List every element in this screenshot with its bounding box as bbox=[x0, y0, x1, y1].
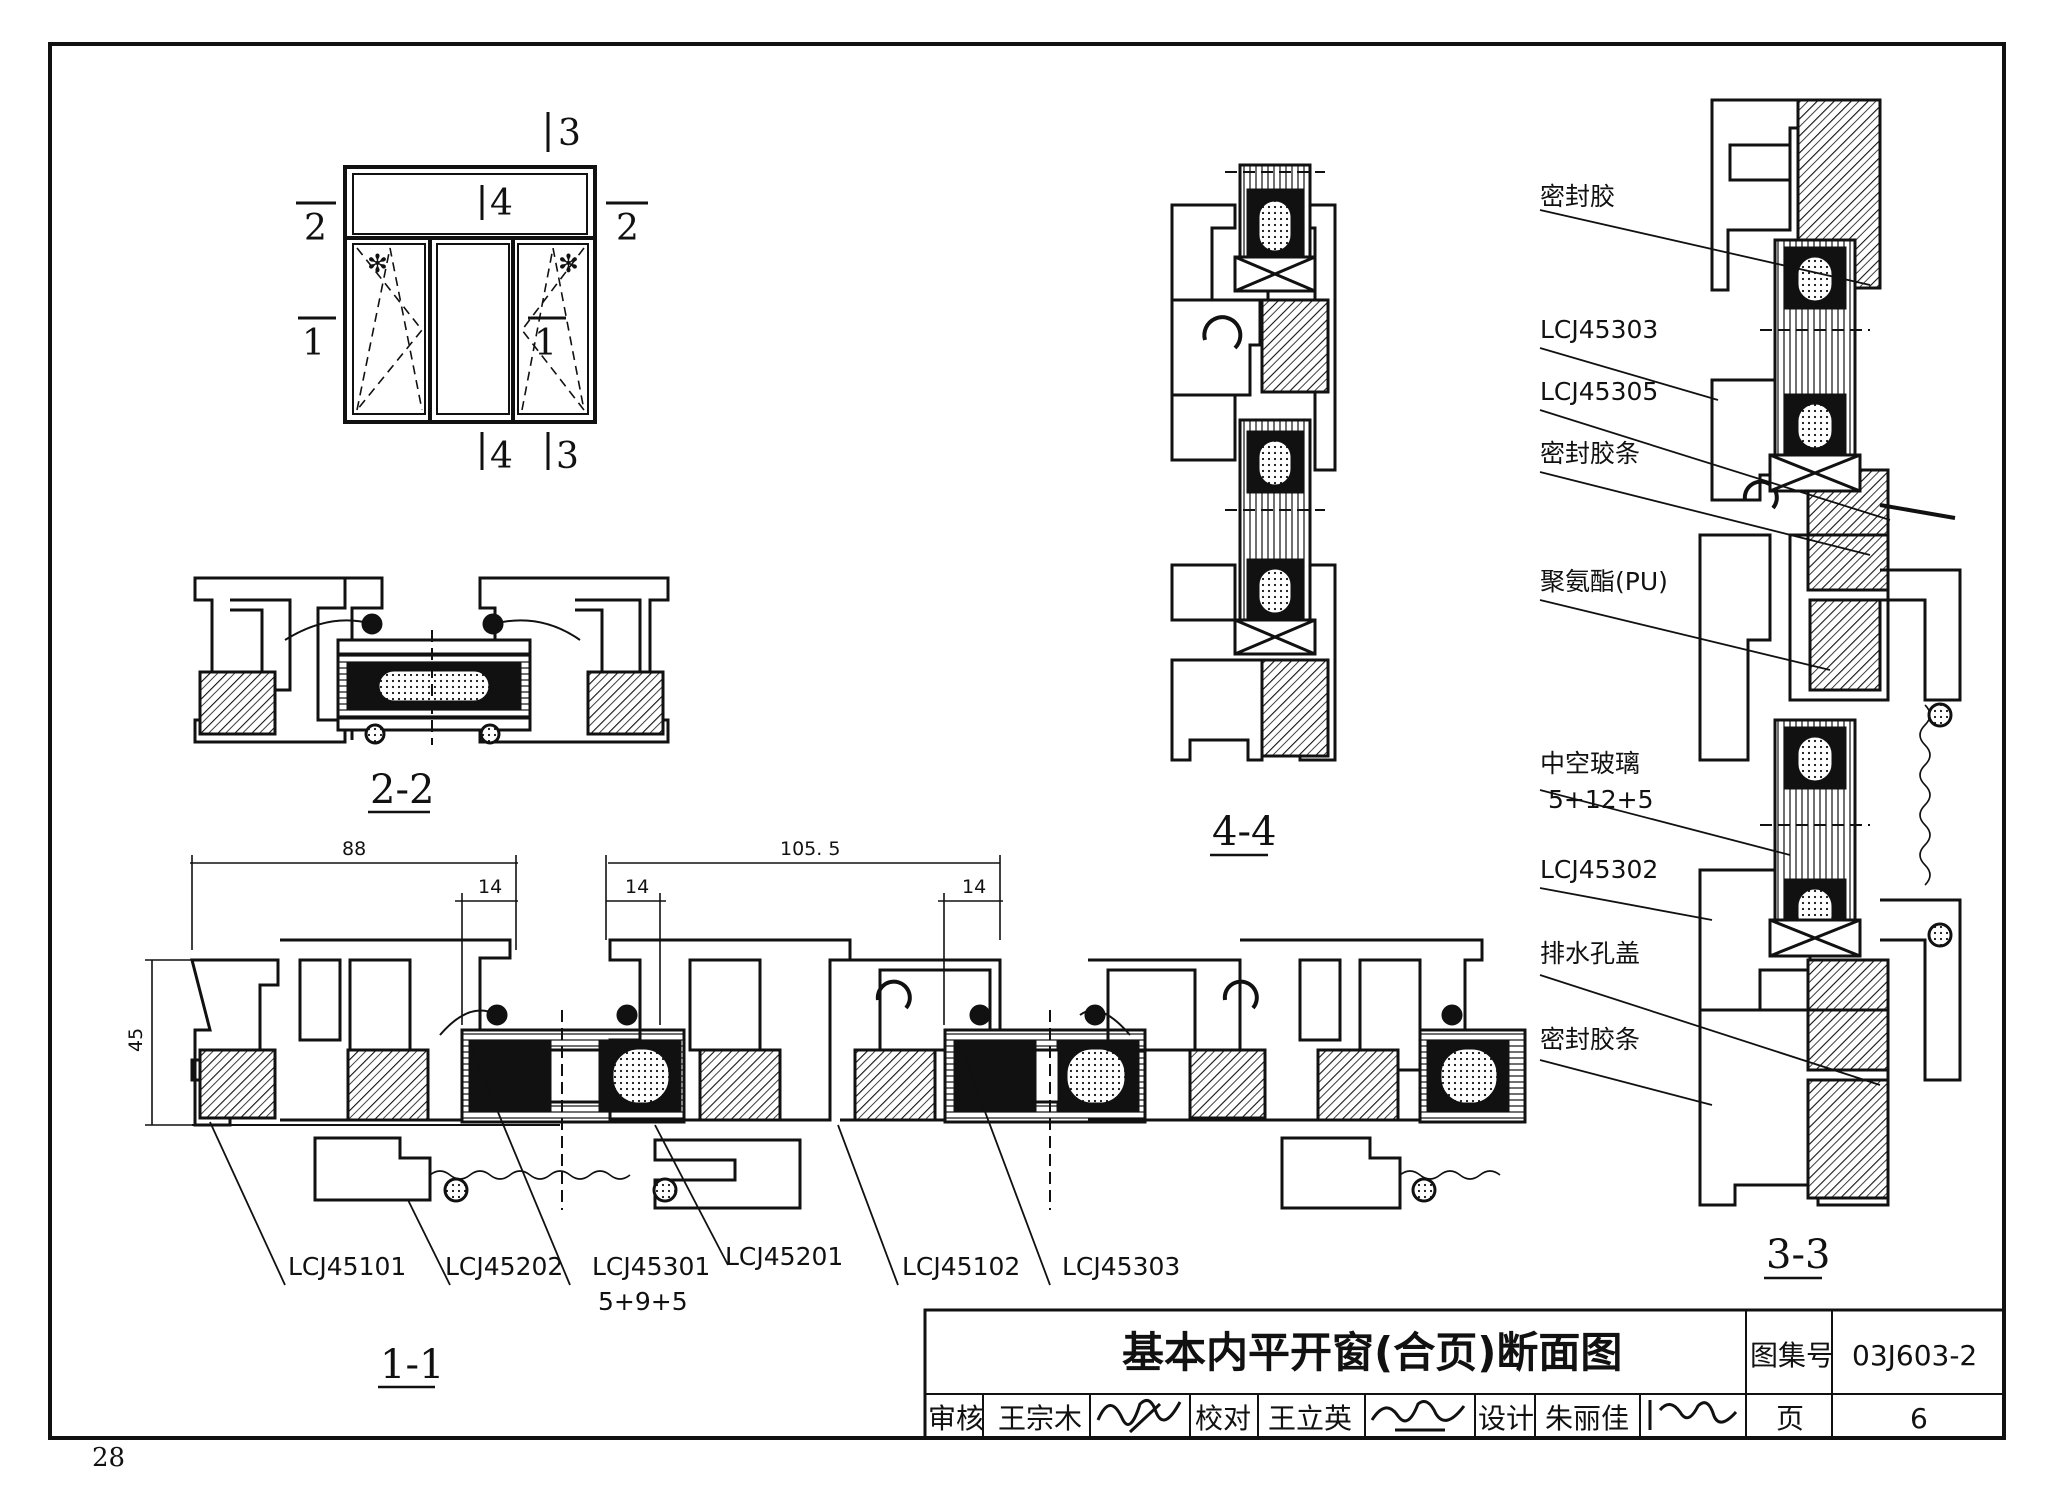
reviewer-signature bbox=[1096, 1398, 1182, 1434]
section-3-3-leaders bbox=[1539, 209, 1891, 1106]
cut-label: 1 bbox=[302, 323, 325, 364]
callout-drain-cover: 排水孔盖 bbox=[1540, 939, 1640, 968]
cut-label: 2 bbox=[616, 208, 639, 249]
callout-insulating-glass: 中空玻璃 bbox=[1540, 749, 1640, 778]
page-label: 页 bbox=[1776, 1402, 1804, 1435]
drawing-title: 基本内平开窗(合页)断面图 bbox=[1122, 1328, 1622, 1377]
checker-signature bbox=[1370, 1400, 1466, 1432]
section-1-1-label: 1-1 bbox=[380, 1342, 444, 1388]
title-block bbox=[923, 1308, 2006, 1440]
part-label: LCJ45102 bbox=[902, 1252, 1020, 1281]
cut-label: 3 bbox=[556, 436, 579, 477]
page-number: 28 bbox=[92, 1443, 125, 1473]
checker-name: 王立英 bbox=[1268, 1402, 1352, 1435]
callout-seal-strip: 密封胶条 bbox=[1540, 439, 1640, 468]
callout-pu: 聚氨酯(PU) bbox=[1540, 567, 1668, 596]
atlas-number: 03J603-2 bbox=[1852, 1339, 1977, 1372]
section-2-2 bbox=[193, 576, 670, 745]
cut-label: 2 bbox=[304, 208, 327, 249]
svg-text:✻: ✻ bbox=[558, 249, 579, 278]
section-3-3-label: 3-3 bbox=[1766, 1232, 1830, 1278]
section-4-4-label: 4-4 bbox=[1212, 809, 1276, 855]
section-3-3 bbox=[1698, 98, 1962, 1207]
glass-spec: 5+9+5 bbox=[598, 1287, 688, 1316]
part-label: LCJ45202 bbox=[445, 1252, 563, 1281]
part-label: LCJ45101 bbox=[288, 1252, 406, 1281]
reviewer-name: 王宗木 bbox=[998, 1402, 1082, 1435]
part-label: LCJ45303 bbox=[1062, 1252, 1180, 1281]
cut-label: 4 bbox=[490, 436, 513, 477]
section-1-1-dimension-lines bbox=[145, 855, 1003, 1126]
callout-seal-strip: 密封胶条 bbox=[1540, 1025, 1640, 1054]
design-label: 设计 bbox=[1478, 1402, 1534, 1435]
atlas-number-label: 图集号 bbox=[1750, 1339, 1834, 1372]
section-2-2-label: 2-2 bbox=[370, 767, 434, 813]
check-label: 校对 bbox=[1195, 1402, 1251, 1435]
designer-name: 朱丽佳 bbox=[1545, 1402, 1629, 1435]
dimension-105-5: 105. 5 bbox=[780, 838, 840, 860]
dimension-14: 14 bbox=[625, 876, 649, 898]
callout-part: LCJ45303 bbox=[1540, 315, 1658, 344]
designer-signature bbox=[1648, 1400, 1738, 1430]
review-label: 审核 bbox=[928, 1402, 984, 1435]
part-label: LCJ45301 bbox=[592, 1252, 710, 1281]
cut-label: 1 bbox=[534, 323, 557, 364]
cut-label: 3 bbox=[558, 113, 581, 154]
callout-glass-spec: 5+12+5 bbox=[1548, 785, 1654, 814]
callout-part: LCJ45305 bbox=[1540, 377, 1658, 406]
callout-sealant: 密封胶 bbox=[1540, 182, 1615, 211]
dimension-14: 14 bbox=[478, 876, 502, 898]
window-elevation: ✻ ✻ 3 4 2 2 1 1 4 3 bbox=[296, 112, 648, 477]
page-no: 6 bbox=[1910, 1402, 1928, 1435]
dimension-14: 14 bbox=[962, 876, 986, 898]
dimension-88: 88 bbox=[342, 838, 366, 860]
section-1-1 bbox=[190, 938, 1527, 1210]
callout-part: LCJ45302 bbox=[1540, 855, 1658, 884]
section-4-4 bbox=[1170, 163, 1337, 762]
dimension-45: 45 bbox=[125, 1028, 147, 1052]
cut-label: 4 bbox=[490, 183, 513, 224]
svg-text:✻: ✻ bbox=[367, 249, 388, 278]
section-1-1-leaders bbox=[209, 1044, 1051, 1286]
part-label: LCJ45201 bbox=[725, 1242, 843, 1271]
